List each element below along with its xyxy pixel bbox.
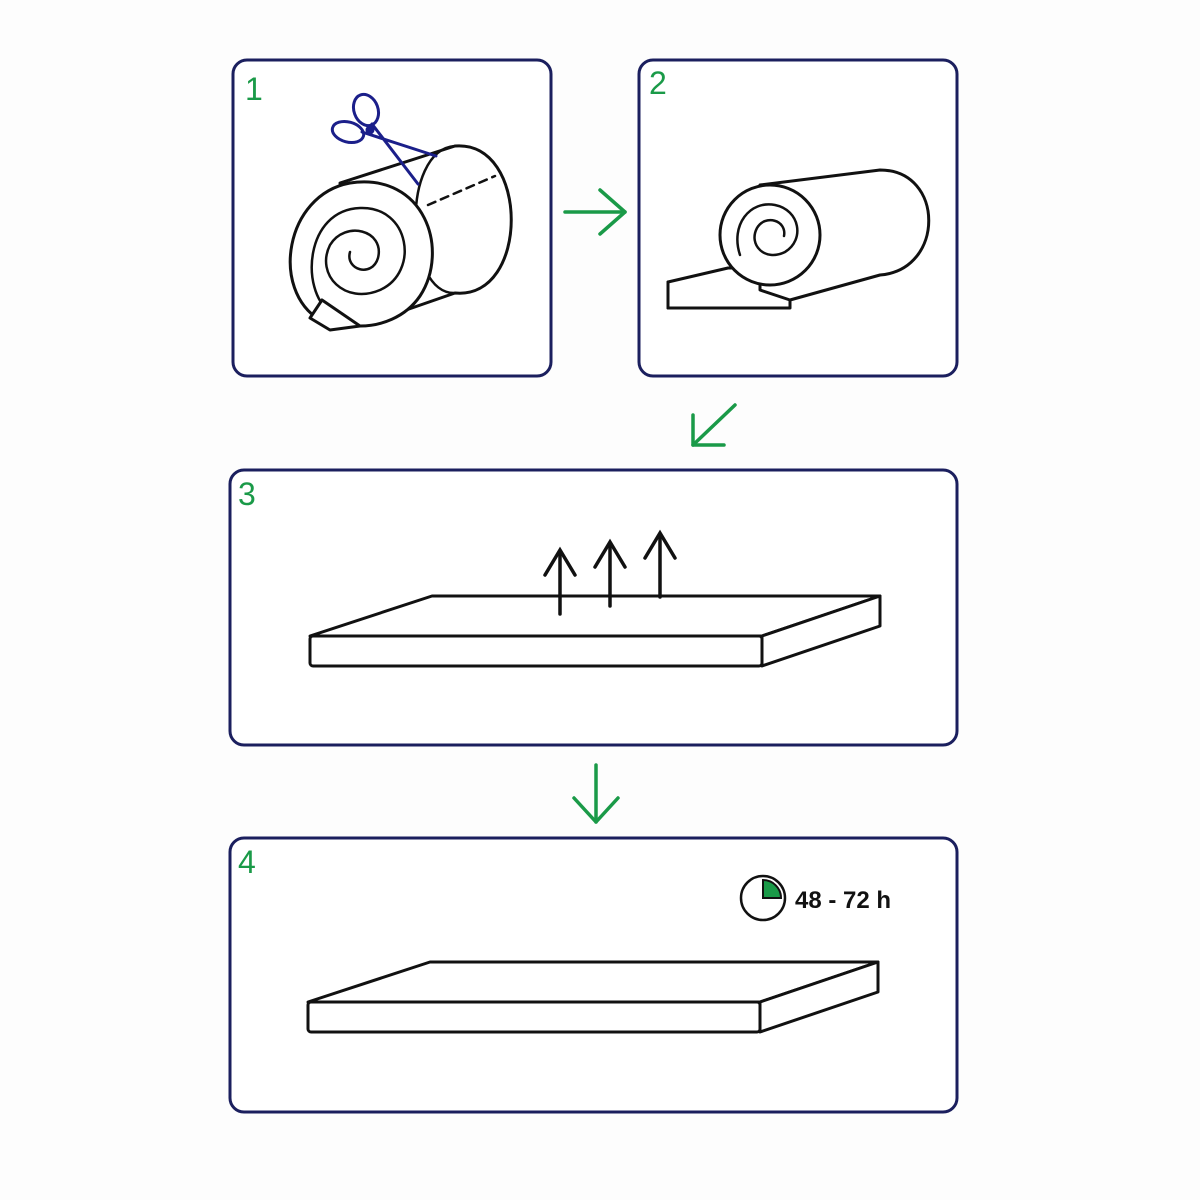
panel-3-number: 3 — [238, 476, 256, 512]
timer-label: 48 - 72 h — [795, 887, 891, 914]
panel-4-number: 4 — [238, 844, 256, 880]
expanded-mattress-illustration — [306, 960, 880, 1034]
cut-line — [426, 174, 497, 207]
rolled-foam-wrapped-illustration — [288, 144, 513, 332]
expanding-mattress-illustration — [308, 594, 882, 668]
arrow-down-left-icon — [691, 403, 737, 447]
unrolling-foam-illustration — [666, 168, 931, 310]
clock-icon — [739, 874, 787, 922]
timer-progress-wedge — [762, 878, 783, 899]
expansion-arrows — [543, 529, 677, 616]
scissors-icon — [330, 92, 438, 186]
panel-1-number: 1 — [245, 71, 263, 107]
arrow-right-icon — [563, 188, 627, 236]
arrow-down-icon — [572, 763, 620, 824]
panel-2-number: 2 — [649, 65, 667, 101]
